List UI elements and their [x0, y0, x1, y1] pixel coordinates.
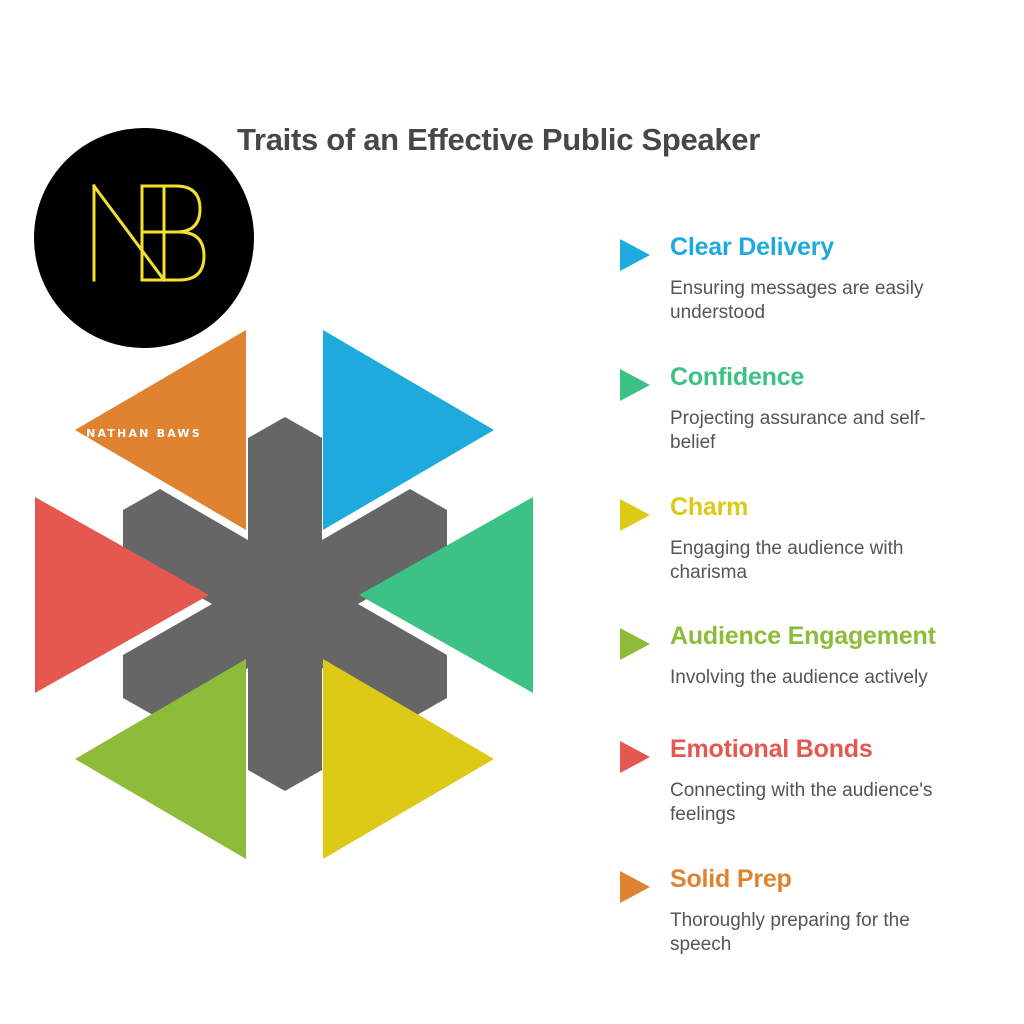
triangle-audience-engagement: [75, 659, 246, 859]
trait-name: Charm: [670, 493, 749, 521]
traits-diagram: [35, 330, 533, 859]
trait-description: Ensuring messages are easily understood: [670, 278, 924, 323]
trait-description: Thoroughly preparing for the speech: [670, 910, 910, 955]
play-arrow-icon: [620, 628, 650, 660]
trait-name: Audience Engagement: [670, 622, 936, 650]
play-arrow-icon: [620, 499, 650, 531]
logo-name: NATHAN BAWS: [86, 427, 202, 440]
nb-monogram-icon: [91, 183, 206, 283]
triangle-confidence: [359, 497, 533, 693]
trait-name: Confidence: [670, 363, 805, 391]
trait-name: Clear Delivery: [670, 233, 834, 261]
trait-description: Involving the audience actively: [670, 667, 928, 688]
trait-description: Connecting with the audience's feelings: [670, 780, 933, 825]
trait-description: Engaging the audience with charisma: [670, 538, 904, 583]
trait-name: Solid Prep: [670, 865, 792, 893]
triangle-emotional-bonds: [35, 497, 209, 693]
nathan-baws-logo: NATHAN BAWS: [34, 128, 254, 440]
play-arrow-icon: [620, 871, 650, 903]
play-arrow-icon: [620, 369, 650, 401]
play-arrow-icon: [620, 239, 650, 271]
central-star-hub: [123, 417, 447, 791]
triangle-solid-prep: [75, 330, 246, 530]
play-arrow-icon: [620, 741, 650, 773]
triangle-clear-delivery: [323, 330, 494, 530]
trait-name: Emotional Bonds: [670, 735, 873, 763]
diagram-title: Traits of an Effective Public Speaker: [237, 122, 760, 157]
triangle-charm: [323, 659, 494, 859]
trait-description: Projecting assurance and self-belief: [670, 408, 926, 453]
